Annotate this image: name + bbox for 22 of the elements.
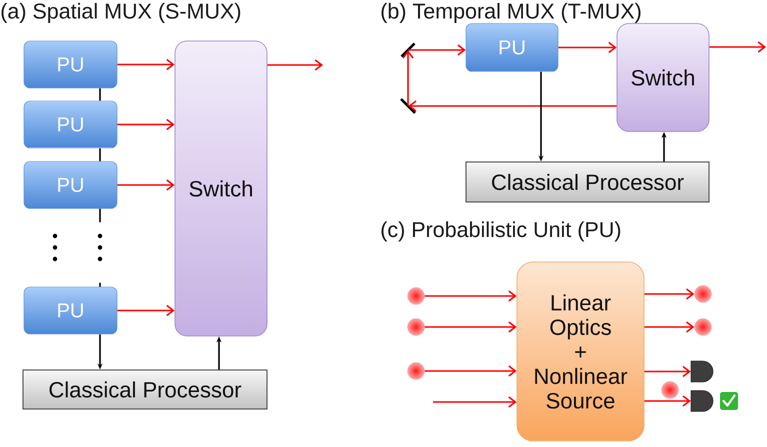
unit-box: PU [24, 40, 118, 88]
panel-title: (a) Spatial MUX (S-MUX) [2, 2, 240, 23]
photon-dot [694, 285, 712, 303]
photon-dot [407, 287, 425, 305]
panel-title: (c) Probabilistic Unit (PU) [382, 221, 620, 242]
processor-box: Classical Processor [466, 162, 710, 202]
processor-box: Classical Processor [22, 370, 268, 410]
panel-title: (b) Temporal MUX (T-MUX) [382, 2, 640, 23]
detector-symbol [690, 360, 714, 382]
photon-dot [407, 362, 425, 380]
mirror [400, 42, 416, 58]
photon-dot [407, 318, 425, 336]
switch-box: Switch [174, 40, 268, 336]
unit-box: PU [466, 23, 558, 72]
unit-box: PU [24, 161, 118, 209]
detector-symbol [690, 390, 714, 412]
unit-box: PU [24, 286, 118, 334]
photon-dot [694, 318, 712, 336]
mirror [400, 98, 416, 114]
optics-box: Linear Optics + Nonlinear Source [516, 262, 644, 442]
switch-box: Switch [616, 23, 710, 132]
unit-box: PU [24, 100, 118, 148]
